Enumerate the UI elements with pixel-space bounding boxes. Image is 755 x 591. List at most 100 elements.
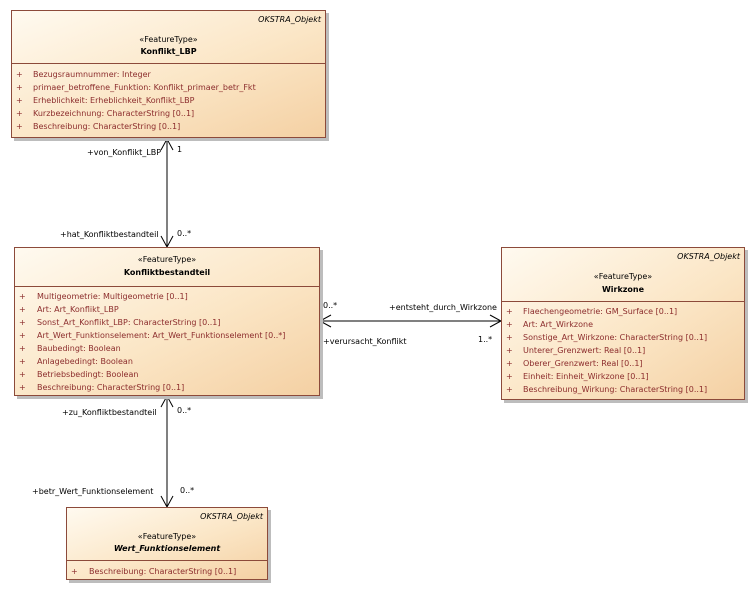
arrowhead-left-2 <box>318 314 332 328</box>
attribute-row[interactable]: + Art_Wert_Funktionselement: Art_Wert_Fun… <box>15 329 319 342</box>
attribute-text: Oberer_Grenzwert: Real [0..1] <box>523 359 643 368</box>
attribute-text: Betriebsbedingt: Boolean <box>37 370 139 379</box>
role-label-hat-konfliktbestandteil: +hat_Konfliktbestandteil <box>60 230 159 239</box>
attribute-text: Beschreibung_Wirkung: CharacterString [0… <box>523 385 708 394</box>
multiplicity-label: 0..* <box>323 301 338 310</box>
attribute-row[interactable]: + Art: Art_Konflikt_LBP <box>15 303 319 316</box>
multiplicity-label: 1 <box>177 145 183 154</box>
visibility-marker: + <box>16 109 23 118</box>
class-wirkzone[interactable]: OKSTRA_Objekt «FeatureType» Wirkzone + Fl… <box>501 247 745 400</box>
visibility-marker: + <box>506 333 513 342</box>
attribute-text: Art: Art_Konflikt_LBP <box>37 305 119 314</box>
class-header: OKSTRA_Objekt «FeatureType» Konflikt_LBP <box>12 11 325 64</box>
attribute-text: Bezugsraumnummer: Integer <box>33 70 151 79</box>
visibility-marker: + <box>19 357 26 366</box>
visibility-marker: + <box>19 305 26 314</box>
visibility-marker: + <box>506 385 513 394</box>
class-wert-funktionselement[interactable]: OKSTRA_Objekt «FeatureType» Wert_Funktio… <box>66 507 268 580</box>
class-name: Konflikt_LBP <box>140 47 197 56</box>
multiplicity-label: 1..* <box>478 335 493 344</box>
package-label: OKSTRA_Objekt <box>258 15 321 24</box>
attribute-row[interactable]: + Multigeometrie: Multigeometrie [0..1] <box>15 290 319 303</box>
visibility-marker: + <box>19 331 26 340</box>
attribute-text: Beschreibung: CharacterString [0..1] <box>89 567 237 576</box>
arrowhead-top-3 <box>160 394 174 408</box>
visibility-marker: + <box>506 320 513 329</box>
arrowhead-top-1 <box>160 137 174 151</box>
attribute-row[interactable]: + Art: Art_Wirkzone <box>502 318 744 331</box>
role-label-zu-konfliktbestandteil: +zu_Konfliktbestandteil <box>62 408 157 417</box>
visibility-marker: + <box>16 83 23 92</box>
attribute-text: Unterer_Grenzwert: Real [0..1] <box>523 346 646 355</box>
role-label-von-konflikt-lbp: +von_Konflikt_LBP <box>87 148 162 157</box>
class-konflikt-lbp[interactable]: OKSTRA_Objekt «FeatureType» Konflikt_LBP… <box>11 10 326 138</box>
attribute-text: Art_Wert_Funktionselement: Art_Wert_Funk… <box>37 331 286 340</box>
visibility-marker: + <box>506 359 513 368</box>
attribute-row[interactable]: + Kurzbezeichnung: CharacterString [0..1] <box>12 107 325 120</box>
attribute-row[interactable]: + Sonst_Art_Konflikt_LBP: CharacterString… <box>15 316 319 329</box>
package-label: OKSTRA_Objekt <box>200 512 263 521</box>
attribute-text: Flaechengeometrie: GM_Surface [0..1] <box>523 307 678 316</box>
attribute-list: + Flaechengeometrie: GM_Surface [0..1] + A… <box>502 302 744 396</box>
role-label-betr-wert-funktionselement: +betr_Wert_Funktionselement <box>32 487 154 496</box>
visibility-marker: + <box>16 96 23 105</box>
stereotype-label: «FeatureType» <box>139 35 198 44</box>
stereotype-label: «FeatureType» <box>137 255 197 264</box>
attribute-row[interactable]: + Oberer_Grenzwert: Real [0..1] <box>502 357 744 370</box>
class-header: OKSTRA_Objekt «FeatureType» Wirkzone <box>502 248 744 302</box>
attribute-text: Beschreibung: CharacterString [0..1] <box>33 122 181 131</box>
class-name: Wert_Funktionselement <box>113 544 221 553</box>
attribute-text: Anlagebedingt: Boolean <box>37 357 133 366</box>
class-name: Konfliktbestandteil <box>123 268 211 277</box>
attribute-text: Beschreibung: CharacterString [0..1] <box>37 383 185 392</box>
multiplicity-label: 0..* <box>177 406 192 415</box>
attribute-row[interactable]: + Bezugsraumnummer: Integer <box>12 68 325 81</box>
visibility-marker: + <box>16 70 23 79</box>
attribute-list: + Beschreibung: CharacterString [0..1] <box>67 561 267 578</box>
visibility-marker: + <box>16 122 23 131</box>
attribute-row[interactable]: + Beschreibung: CharacterString [0..1] <box>12 120 325 133</box>
class-header: «FeatureType» Konfliktbestandteil <box>15 248 319 287</box>
class-konfliktbestandteil[interactable]: «FeatureType» Konfliktbestandteil + Multi… <box>14 247 320 396</box>
attribute-row[interactable]: + Beschreibung: CharacterString [0..1] <box>67 565 267 578</box>
visibility-marker: + <box>506 372 513 381</box>
attribute-text: Sonstige_Art_Wirkzone: CharacterString [… <box>523 333 708 342</box>
attribute-text: Multigeometrie: Multigeometrie [0..1] <box>37 292 188 301</box>
attribute-row[interactable]: + Erheblichkeit: Erheblichkeit_Konflikt_L… <box>12 94 325 107</box>
stereotype-label: «FeatureType» <box>137 532 197 541</box>
attribute-row[interactable]: + Einheit: Einheit_Wirkzone [0..1] <box>502 370 744 383</box>
attribute-text: primaer_betroffene_Funktion: Konflikt_pr… <box>33 83 256 92</box>
attribute-text: Erheblichkeit: Erheblichkeit_Konflikt_LB… <box>33 96 195 105</box>
visibility-marker: + <box>506 307 513 316</box>
role-label-entsteht-durch-wirkzone: +entsteht_durch_Wirkzone <box>389 303 497 312</box>
visibility-marker: + <box>71 567 78 576</box>
attribute-row[interactable]: + Beschreibung_Wirkung: CharacterString [… <box>502 383 744 396</box>
attribute-row[interactable]: + Baubedingt: Boolean <box>15 342 319 355</box>
attribute-text: Einheit: Einheit_Wirkzone [0..1] <box>523 372 649 381</box>
multiplicity-label: 0..* <box>177 229 192 238</box>
visibility-marker: + <box>19 383 26 392</box>
visibility-marker: + <box>19 370 26 379</box>
attribute-text: Sonst_Art_Konflikt_LBP: CharacterString … <box>37 318 221 327</box>
visibility-marker: + <box>19 318 26 327</box>
attribute-text: Art: Art_Wirkzone <box>523 320 593 329</box>
attribute-row[interactable]: + Anlagebedingt: Boolean <box>15 355 319 368</box>
attribute-row[interactable]: + Unterer_Grenzwert: Real [0..1] <box>502 344 744 357</box>
attribute-list: + Multigeometrie: Multigeometrie [0..1] +… <box>15 287 319 394</box>
visibility-marker: + <box>506 346 513 355</box>
stereotype-label: «FeatureType» <box>593 272 653 281</box>
attribute-row[interactable]: + Beschreibung: CharacterString [0..1] <box>15 381 319 394</box>
class-name: Wirkzone <box>601 285 645 294</box>
class-header: OKSTRA_Objekt «FeatureType» Wert_Funktio… <box>67 508 267 561</box>
attribute-text: Kurzbezeichnung: CharacterString [0..1] <box>33 109 195 118</box>
attribute-row[interactable]: + primaer_betroffene_Funktion: Konflikt_p… <box>12 81 325 94</box>
visibility-marker: + <box>19 292 26 301</box>
attribute-list: + Bezugsraumnummer: Integer + primaer_betr… <box>12 64 325 133</box>
visibility-marker: + <box>19 344 26 353</box>
attribute-text: Baubedingt: Boolean <box>37 344 121 353</box>
role-label-verursacht-konflikt: +verursacht_Konflikt <box>323 337 407 346</box>
attribute-row[interactable]: + Sonstige_Art_Wirkzone: CharacterString … <box>502 331 744 344</box>
package-label: OKSTRA_Objekt <box>677 252 740 261</box>
attribute-row[interactable]: + Betriebsbedingt: Boolean <box>15 368 319 381</box>
attribute-row[interactable]: + Flaechengeometrie: GM_Surface [0..1] <box>502 305 744 318</box>
